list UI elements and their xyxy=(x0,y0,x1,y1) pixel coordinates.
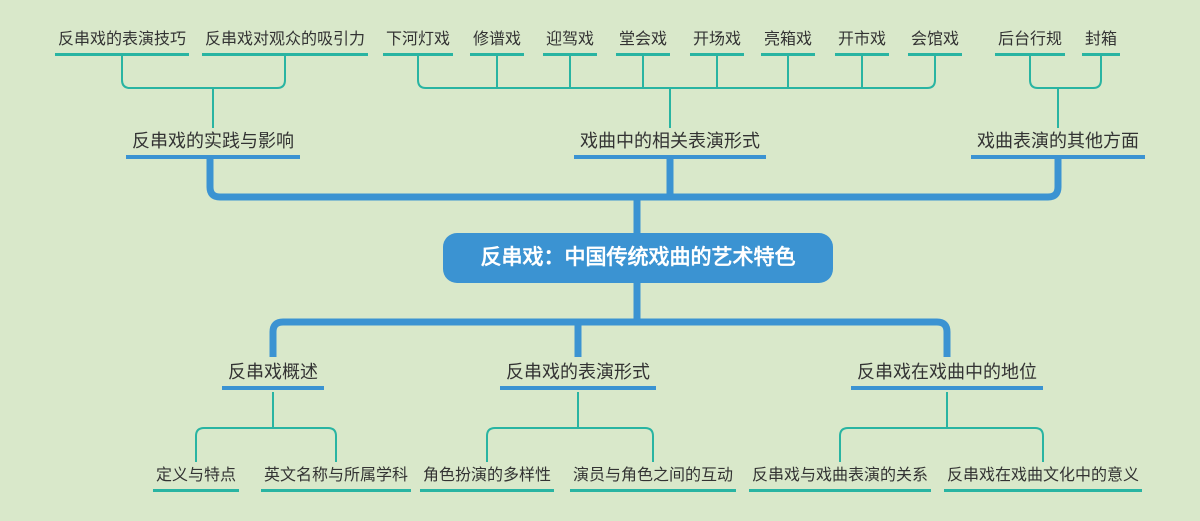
connector-bottomleft-children xyxy=(195,427,337,462)
leaf-node-hall-gathering-opera[interactable]: 堂会戏 xyxy=(615,28,671,56)
leaf-node-relation-to-opera-performance[interactable]: 反串戏与戏曲表演的关系 xyxy=(748,464,932,492)
leaf-node-liangxiang-opera[interactable]: 亮箱戏 xyxy=(760,28,816,56)
section-node-practice-influence[interactable]: 反串戏的实践与影响 xyxy=(126,129,300,159)
connector-topmiddle-children xyxy=(417,55,936,89)
section-node-status-in-opera[interactable]: 反串戏在戏曲中的地位 xyxy=(851,360,1043,390)
leaf-node-sealing-box[interactable]: 封箱 xyxy=(1081,28,1121,56)
connector-bottommiddle-children xyxy=(486,427,654,462)
leaf-node-opening-opera[interactable]: 开场戏 xyxy=(689,28,745,56)
section-node-related-performance-forms[interactable]: 戏曲中的相关表演形式 xyxy=(574,129,766,159)
connector-bottom-bus xyxy=(269,318,951,357)
leaf-node-xiahe-lantern-opera[interactable]: 下河灯戏 xyxy=(382,28,454,56)
leaf-node-significance-in-opera-culture[interactable]: 反串戏在戏曲文化中的意义 xyxy=(943,464,1143,492)
leaf-node-definition-features[interactable]: 定义与特点 xyxy=(152,464,240,492)
leaf-node-performance-skills[interactable]: 反串戏的表演技巧 xyxy=(54,28,190,56)
leaf-node-guild-hall-opera[interactable]: 会馆戏 xyxy=(907,28,963,56)
section-node-other-aspects[interactable]: 戏曲表演的其他方面 xyxy=(971,129,1145,159)
section-node-performance-form[interactable]: 反串戏的表演形式 xyxy=(500,360,656,390)
connector-topleft-children xyxy=(121,55,286,89)
leaf-node-genealogy-opera[interactable]: 修谱戏 xyxy=(469,28,525,56)
leaf-node-welcoming-opera[interactable]: 迎驾戏 xyxy=(542,28,598,56)
connector-topright-children xyxy=(1029,55,1102,89)
leaf-node-audience-appeal[interactable]: 反串戏对观众的吸引力 xyxy=(201,28,369,56)
leaf-node-role-play-diversity[interactable]: 角色扮演的多样性 xyxy=(419,464,555,492)
connector-bottomright-children xyxy=(839,427,1044,462)
leaf-node-english-name-discipline[interactable]: 英文名称与所属学科 xyxy=(260,464,412,492)
leaf-node-market-opening-opera[interactable]: 开市戏 xyxy=(834,28,890,56)
leaf-node-backstage-rules[interactable]: 后台行规 xyxy=(994,28,1066,56)
leaf-node-actor-role-interaction[interactable]: 演员与角色之间的互动 xyxy=(569,464,737,492)
root-node[interactable]: 反串戏：中国传统戏曲的艺术特色 xyxy=(443,233,833,283)
section-node-overview[interactable]: 反串戏概述 xyxy=(222,360,324,390)
connector-top-bus xyxy=(206,159,1062,201)
